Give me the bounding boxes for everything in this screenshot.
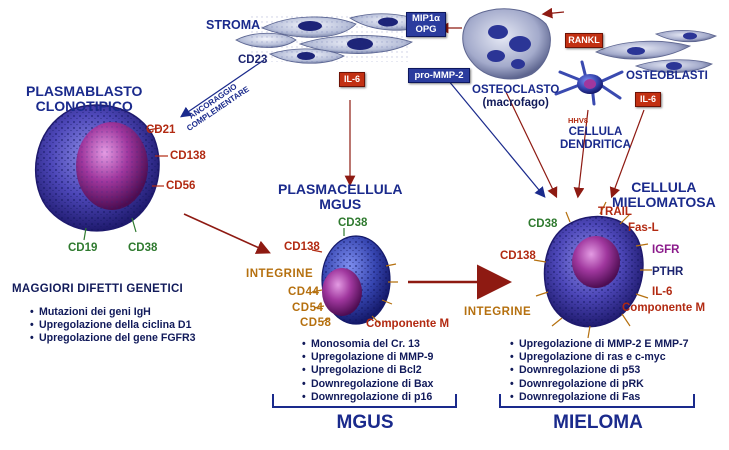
mgus-bracket — [272, 394, 457, 408]
list-item: Upregolazione di MMP-2 E MMP-7 — [510, 338, 689, 351]
list-item: Upregolazione di MMP-9 — [302, 351, 433, 364]
il6-box-left: IL-6 — [339, 72, 365, 87]
osteoblasts-label: OSTEOBLASTI — [626, 70, 708, 82]
arrow-dendritic-to-myeloma — [573, 109, 589, 199]
plasmablast-title-line2: CLONOTIPICO — [35, 98, 133, 114]
il6-box-right: IL-6 — [635, 92, 661, 107]
myeloma-cell-title: CELLULA MIELOMATOSA — [612, 180, 716, 210]
plasmablast-cd38: CD38 — [128, 242, 158, 254]
list-item: Downregolazione di Fas — [510, 391, 689, 404]
myeloma-trail: TRAIL — [598, 206, 632, 218]
mgus-cd38: CD38 — [338, 217, 368, 229]
dendritic-label: CELLULA DENDRITICA — [560, 126, 631, 152]
arrow-promm2-to-myeloma — [447, 79, 546, 198]
arrow-plasmablast-to-mgus — [183, 213, 271, 254]
mieloma-bracket — [499, 394, 695, 408]
myeloma-changes-list: Upregolazione di MMP-2 E MMP-7 Upregolaz… — [510, 338, 689, 404]
plasmacell-mgus-title: PLASMACELLULA MGUS — [278, 182, 402, 212]
plasmacell-title-line2: MGUS — [319, 196, 362, 212]
list-item: Upregolazione di ras e c-myc — [510, 351, 689, 364]
genetic-defects-list: Mutazioni dei geni IgH Upregolazione del… — [30, 306, 196, 346]
myeloma-title-line2: MIELOMATOSA — [612, 194, 716, 210]
list-item: Upregolazione di Bcl2 — [302, 364, 433, 377]
list-item: Downregolazione di p53 — [510, 364, 689, 377]
plasmablast-cd21: CD21 — [146, 124, 176, 136]
hhv8-label: HHV8 — [568, 116, 589, 125]
mgus-cd44: CD44 — [288, 286, 320, 298]
pro-mmp2-box: pro-MMP-2 — [408, 68, 470, 83]
arrow-osteoblast-to-myeloma — [609, 109, 645, 199]
arrow-osteoclast-to-myeloma — [505, 91, 558, 199]
list-item: Downregolazione di p16 — [302, 391, 433, 404]
osteoclast-cell — [462, 8, 551, 80]
osteoclast-label: OSTEOCLASTO (macrofago) — [472, 84, 559, 110]
cd23-label: CD23 — [238, 54, 268, 66]
osteoblast-cells — [595, 30, 718, 73]
mip1-label: MIP1α — [411, 13, 440, 24]
plasmacell-title-line1: PLASMACELLULA — [278, 181, 403, 197]
rankl-box: RANKL — [565, 33, 603, 48]
opg-label: OPG — [415, 23, 437, 35]
dendritic-cell — [554, 60, 624, 106]
list-item: Upregolazione della ciclina D1 — [30, 319, 196, 332]
genetic-defects-title: MAGGIORI DIFETTI GENETICI — [12, 283, 184, 295]
plasmablast-title: PLASMABLASTO CLONOTIPICO — [26, 84, 142, 114]
myeloma-cd138: CD138 — [500, 250, 536, 262]
arrow-rankl-to-osteoclast — [541, 7, 565, 19]
list-item: Downregolazione di pRK — [510, 378, 689, 391]
mgus-plasma-cell — [311, 228, 398, 325]
mgus-integrine: INTEGRINE — [246, 268, 314, 280]
arrow-cd23-to-plasmablast — [180, 59, 265, 118]
osteoclast-line1: OSTEOCLASTO — [472, 84, 560, 96]
dendritic-line1: CELLULA — [568, 126, 623, 138]
list-item: Upregolazione del gene FGFR3 — [30, 332, 196, 345]
mieloma-stage-label: MIELOMA — [553, 412, 643, 433]
myeloma-cd38: CD38 — [528, 218, 558, 230]
stroma-label: STROMA — [206, 18, 261, 32]
mgus-changes-list: Monosomia del Cr. 13 Upregolazione di MM… — [302, 338, 433, 404]
plasmablast-title-line1: PLASMABLASTO — [26, 83, 143, 99]
osteoclast-line2: (macrofago) — [482, 97, 549, 109]
myeloma-cell — [533, 201, 652, 339]
mgus-componente-m: Componente M — [366, 318, 450, 330]
myeloma-componente-m: Componente M — [622, 302, 706, 314]
mgus-stage-label: MGUS — [336, 412, 394, 433]
myeloma-integrine: INTEGRINE — [464, 306, 532, 318]
plasmablast-cd56: CD56 — [166, 180, 196, 192]
myeloma-pthr: PTHR — [652, 266, 684, 278]
arrows — [180, 7, 645, 300]
list-item: Monosomia del Cr. 13 — [302, 338, 433, 351]
plasmablast-cell — [35, 104, 168, 241]
myeloma-il6: IL-6 — [652, 286, 673, 298]
mgus-cd54: CD54 — [292, 302, 324, 314]
myeloma-igfr: IGFR — [652, 244, 680, 256]
dendritic-line2: DENDRITICA — [560, 139, 631, 151]
stage-brackets — [272, 394, 695, 408]
myeloma-fasl: Fas-L — [628, 222, 659, 234]
mgus-cd58: CD58 — [300, 317, 332, 329]
myeloma-title-line1: CELLULA — [631, 179, 697, 195]
list-item: Downregolazione di Bax — [302, 378, 433, 391]
mip1-opg-box: MIP1α OPG — [406, 12, 446, 37]
plasmablast-cd19: CD19 — [68, 242, 98, 254]
plasmablast-cd138: CD138 — [170, 150, 206, 162]
mgus-cd138: CD138 — [284, 241, 320, 253]
list-item: Mutazioni dei geni IgH — [30, 306, 196, 319]
